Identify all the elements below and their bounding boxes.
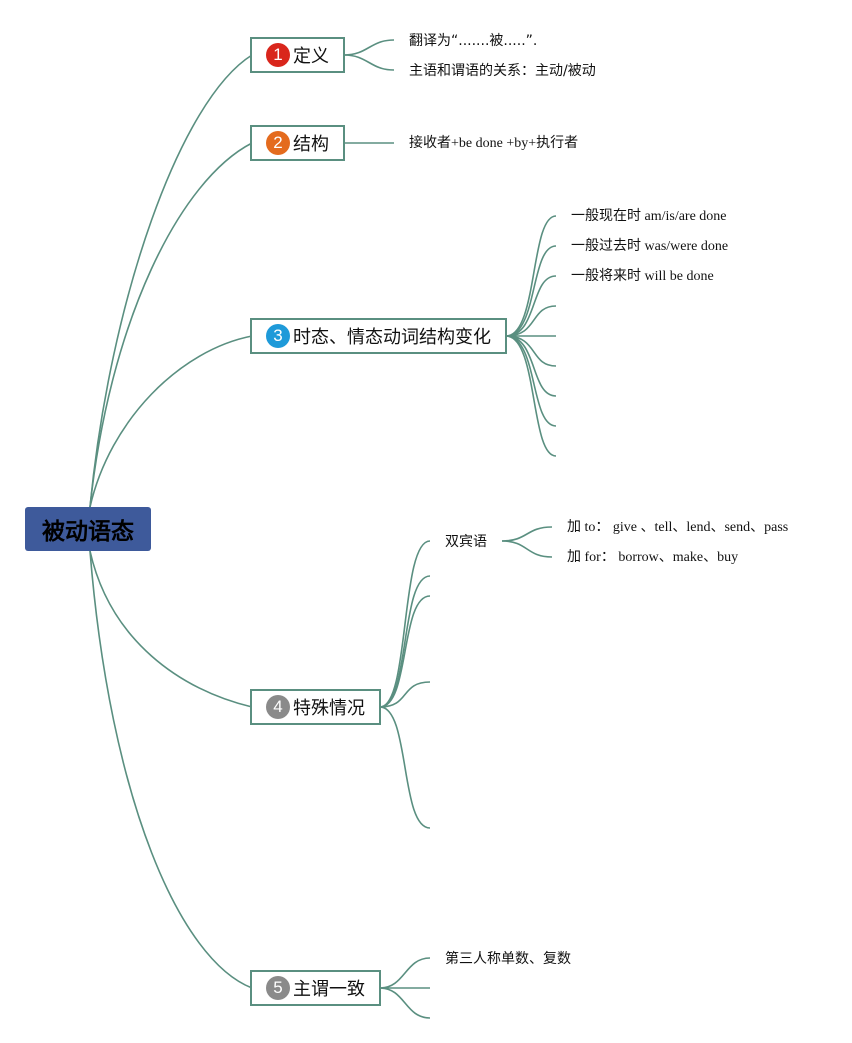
topic-label: 特殊情况 [293,698,365,719]
topic-label: 定义 [293,46,329,67]
number-3-badge-icon: 3 [266,324,290,348]
leaf-structure-formula: 接收者+be done +by+执行者 [409,136,579,151]
number-5-badge-icon: 5 [266,976,290,1000]
number-1-badge-icon: 1 [266,43,290,67]
leaf-translation: 翻译为“.......被.....”. [409,33,538,49]
leaf-add-for-verbs: 加 for： borrow、make、buy [567,550,739,565]
number-2-badge-icon: 2 [266,131,290,155]
topic-label: 主谓一致 [293,979,365,1000]
leaf-subject-predicate-relation: 主语和谓语的关系：主动/被动 [409,63,596,79]
topic-structure[interactable]: 2 结构 [250,125,345,161]
root-topic[interactable]: 被动语态 [25,507,151,551]
leaf-double-object: 双宾语 [445,534,487,550]
leaf-simple-future: 一般将来时 will be done [571,269,714,284]
topic-subject-verb-agreement[interactable]: 5 主谓一致 [250,970,381,1006]
topic-definition[interactable]: 1 定义 [250,37,345,73]
leaf-simple-present: 一般现在时 am/is/are done [571,209,727,224]
topic-special-cases[interactable]: 4 特殊情况 [250,689,381,725]
number-4-badge-icon: 4 [266,695,290,719]
topic-label: 时态、情态动词结构变化 [293,327,491,348]
leaf-third-person-number: 第三人称单数、复数 [445,951,571,967]
leaf-add-to-verbs: 加 to： give 、tell、lend、send、pass [567,520,789,535]
root-topic-label: 被动语态 [42,519,134,545]
topic-tense-modal-changes[interactable]: 3 时态、情态动词结构变化 [250,318,507,354]
leaf-simple-past: 一般过去时 was/were done [571,239,729,254]
topic-label: 结构 [293,134,329,155]
